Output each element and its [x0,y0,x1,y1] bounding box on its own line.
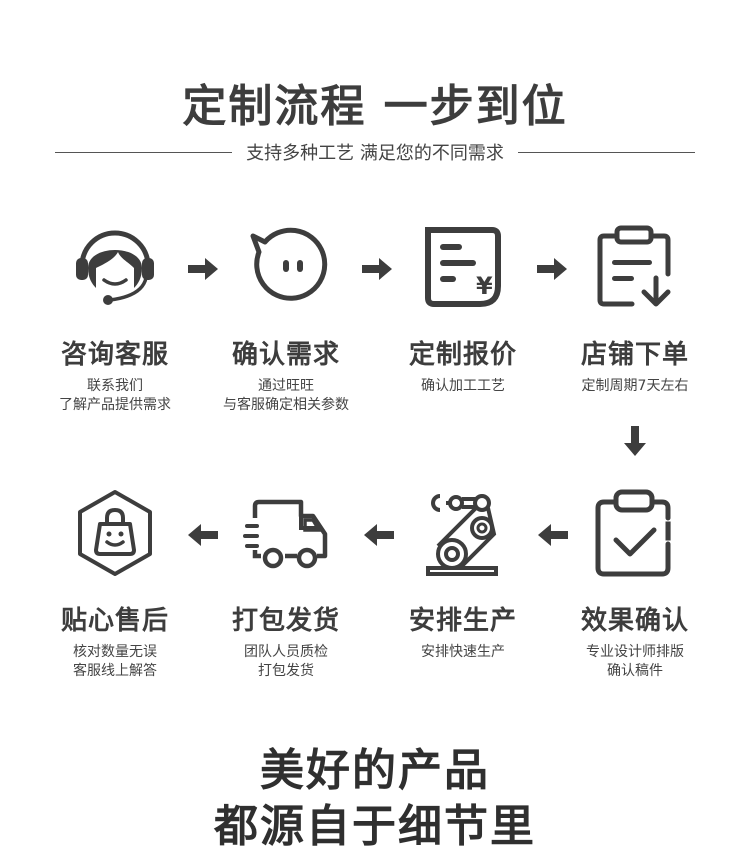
step-confirm-needs: 确认需求 通过旺旺 与客服确定相关参数 [211,222,361,415]
page-title: 定制流程 一步到位 [182,81,568,132]
slogan-line-2: 都源自于细节里 [214,801,536,852]
step-title: 效果确认 [580,606,689,636]
step-desc-1: 通过旺旺 [258,378,314,394]
step-title: 贴心售后 [60,606,169,636]
step-effect-confirm: 效果确认 专业设计师排版 确认稿件 [560,488,710,681]
delivery-truck-icon [243,499,328,569]
step-title: 打包发货 [231,606,340,636]
arrow-down-icon [624,426,646,456]
step-production: 安排生产 安排快速生产 [388,488,538,662]
step-quote: ¥ 定制报价 确认加工工艺 [388,222,538,396]
step-title: 定制报价 [408,340,517,370]
step-title: 安排生产 [408,606,517,636]
step-desc-1: 确认加工工艺 [421,378,505,394]
step-desc-1: 团队人员质检 [244,644,328,660]
headset-agent-icon [76,230,154,305]
step-desc-2: 确认稿件 [607,663,663,679]
step-desc-2: 了解产品提供需求 [59,397,171,413]
page-subtitle: 支持多种工艺 满足您的不同需求 [246,143,504,164]
arrow-right-icon [362,258,392,280]
step-order: 店铺下单 定制周期7天左右 [560,222,710,396]
chat-bubble-face-icon [250,227,328,301]
step-consult: 咨询客服 联系我们 了解产品提供需求 [40,222,190,415]
robot-arm-icon [426,494,498,576]
step-after-sales: 贴心售后 核对数量无误 客服线上解答 [40,488,190,681]
step-desc-2: 与客服确定相关参数 [223,397,349,413]
step-desc-1: 安排快速生产 [421,644,505,660]
step-desc-2: 客服线上解答 [73,663,157,679]
shopping-bag-smile-icon [78,490,152,576]
divider-left [55,151,233,153]
invoice-yen-icon: ¥ [425,227,501,307]
slogan-line-1: 美好的产品 [260,745,490,796]
step-desc-2: 打包发货 [258,663,314,679]
step-title: 咨询客服 [60,340,169,370]
divider-right [517,151,696,153]
svg-text:¥: ¥ [476,272,493,300]
clipboard-check-icon [595,489,671,577]
step-desc-1: 联系我们 [87,378,143,394]
arrow-right-icon [537,258,567,280]
arrow-left-icon [364,524,394,546]
step-title: 店铺下单 [580,340,689,370]
step-shipping: 打包发货 团队人员质检 打包发货 [211,488,361,681]
subtitle-row: 支持多种工艺 满足您的不同需求 [55,140,696,164]
step-title: 确认需求 [231,340,340,370]
step-desc-1: 核对数量无误 [73,644,157,660]
arrow-left-icon [538,524,568,546]
clipboard-download-icon [597,225,671,307]
arrow-left-icon [188,524,218,546]
step-desc-1: 专业设计师排版 [586,644,684,660]
step-desc-1: 定制周期7天左右 [581,378,689,394]
arrow-right-icon [188,258,218,280]
